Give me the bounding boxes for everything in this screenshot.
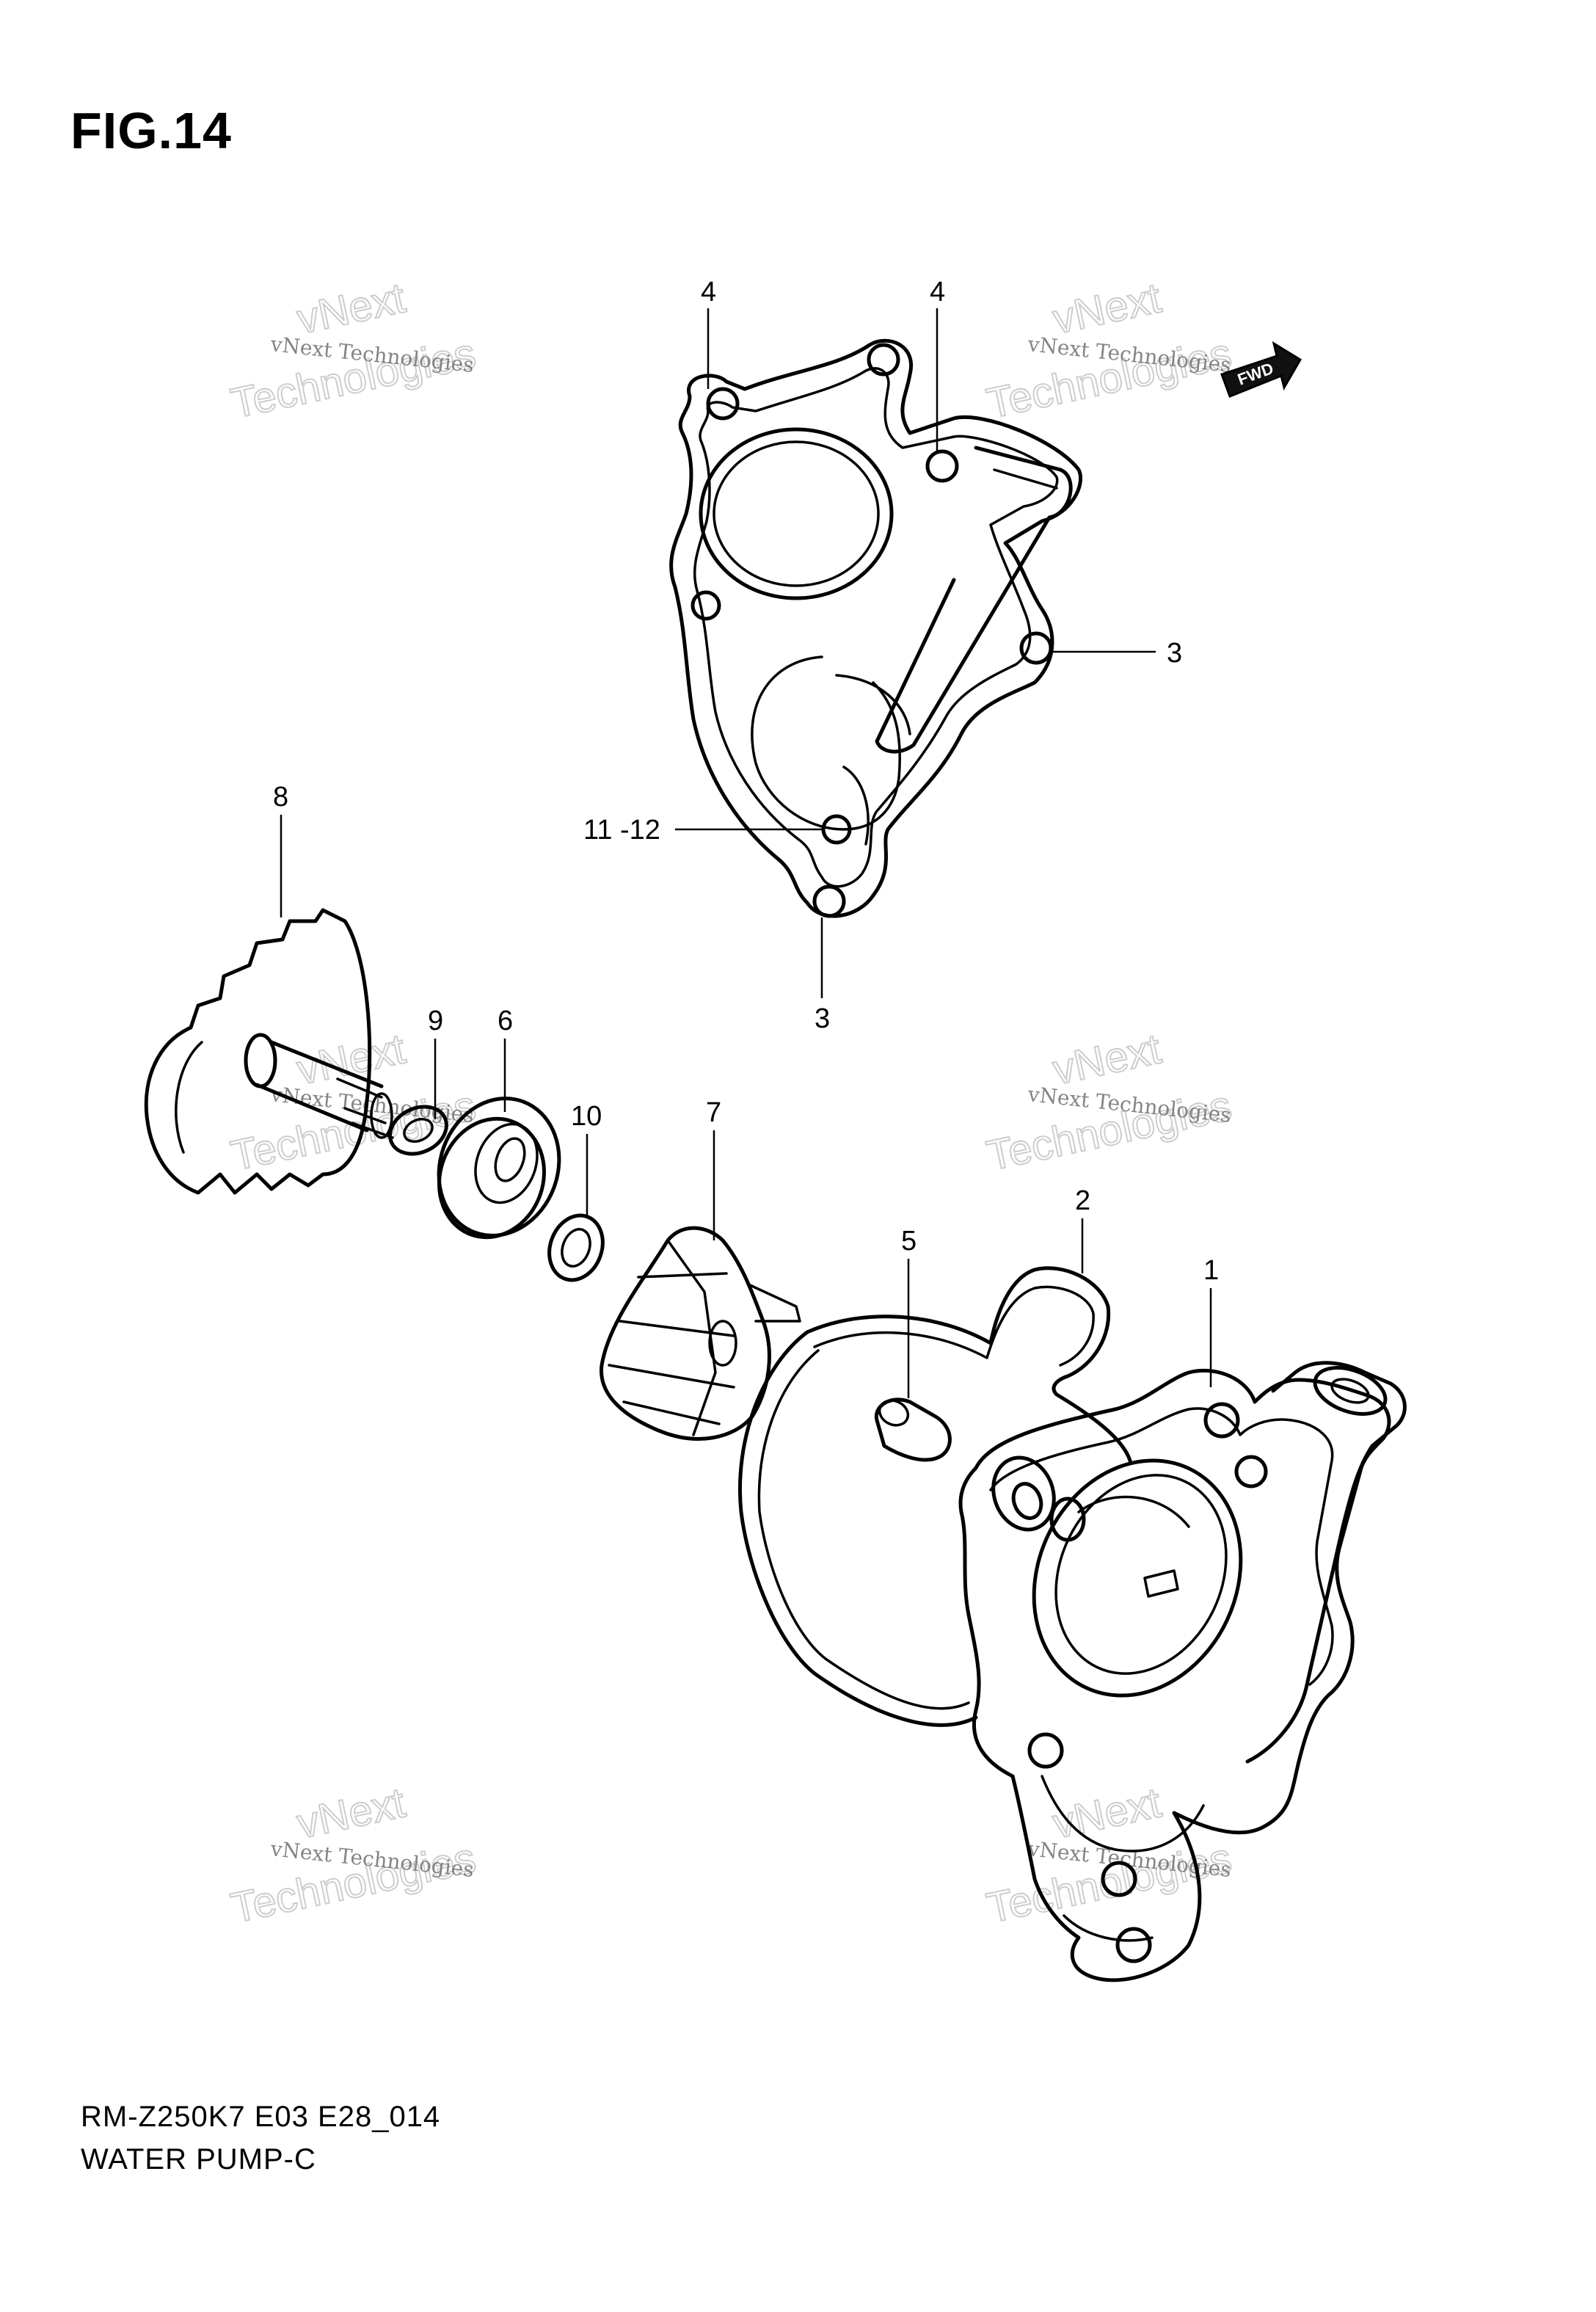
bolt-hole-upper bbox=[867, 343, 900, 377]
watermark-vnext: vNext bbox=[293, 1778, 409, 1847]
washer-10 bbox=[547, 1213, 605, 1282]
callout-5: 5 bbox=[901, 1226, 917, 1257]
gasket-2 bbox=[737, 1266, 1132, 1727]
assembly-name: WATER PUMP-C bbox=[81, 2143, 316, 2175]
bolt-hole-3b bbox=[812, 884, 846, 918]
callout-10: 10 bbox=[571, 1101, 602, 1132]
callout-4b: 4 bbox=[930, 277, 945, 308]
watermark-top-right: vNext Technologies vNext Technologies bbox=[982, 273, 1236, 428]
watermark-vnext: vNext bbox=[1049, 1025, 1165, 1094]
pump-case-1 bbox=[958, 1361, 1407, 1982]
impeller-7 bbox=[600, 1226, 801, 1441]
bolt-hole-left bbox=[690, 590, 721, 621]
leader-lines bbox=[280, 308, 1212, 1398]
callout-3a: 3 bbox=[1167, 638, 1182, 669]
washer-9 bbox=[388, 1105, 448, 1156]
watermark-vnext: vNext bbox=[1049, 274, 1165, 343]
watermark-mid-right: vNext Technologies vNext Technologies bbox=[982, 1024, 1236, 1180]
callout-3b: 3 bbox=[815, 1003, 830, 1034]
dowel-pin-5 bbox=[874, 1397, 952, 1462]
bolt-hole-4a bbox=[706, 387, 740, 421]
callout-labels: 4 4 3 11 -12 3 8 9 6 10 7 5 2 1 bbox=[273, 277, 1219, 1286]
callout-11-12: 11 -12 bbox=[583, 815, 660, 846]
callout-6: 6 bbox=[498, 1006, 513, 1036]
bearing-6 bbox=[437, 1097, 561, 1240]
bolt-hole-3a bbox=[1019, 631, 1053, 665]
callout-8: 8 bbox=[273, 782, 288, 813]
bolt-hole-4b bbox=[925, 449, 959, 483]
water-pump-cover bbox=[669, 338, 1083, 918]
callout-7: 7 bbox=[706, 1097, 721, 1128]
figure-title: FIG.14 bbox=[70, 102, 232, 159]
callout-2: 2 bbox=[1075, 1185, 1090, 1216]
watermark-top-left: vNext Technologies vNext Technologies bbox=[226, 273, 481, 428]
fwd-arrow-icon: FWD bbox=[1220, 341, 1302, 398]
model-code: RM-Z250K7 E03 E28_014 bbox=[81, 2101, 441, 2133]
callout-1: 1 bbox=[1203, 1255, 1219, 1286]
watermark-vnext: vNext bbox=[1049, 1778, 1165, 1847]
bolt-hole-11-12 bbox=[821, 814, 852, 845]
callout-4a: 4 bbox=[701, 277, 716, 308]
watermark-vnext: vNext bbox=[293, 274, 409, 343]
pump-drive-gear bbox=[144, 908, 394, 1195]
callout-9: 9 bbox=[428, 1006, 443, 1036]
watermark-bottom-left: vNext Technologies vNext Technologies bbox=[226, 1778, 481, 1933]
